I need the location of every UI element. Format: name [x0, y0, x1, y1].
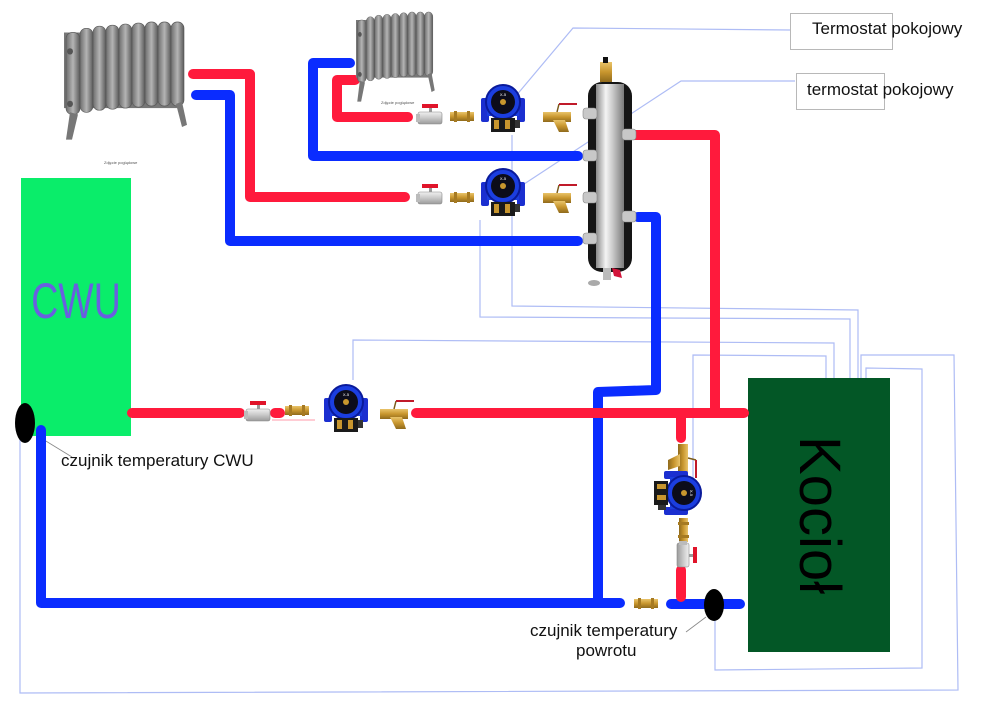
supply-pipes	[127, 69, 749, 602]
return-sensor-label-line2: powrotu	[576, 641, 636, 660]
radiator-1-caption: Zdjęcie poglądowe	[104, 160, 138, 165]
ball-valve-circuit-lower[interactable]	[415, 183, 443, 205]
cwu-tank-label: CWU	[31, 274, 121, 329]
wire-outer-2	[714, 367, 923, 671]
return-pipe-separator-to-boiler	[593, 212, 661, 608]
coupling-circuit-upper	[450, 111, 474, 122]
pump-cwu[interactable]	[323, 384, 369, 433]
radiator-2-caption: Zdjęcie poglądowe	[381, 100, 415, 105]
supply-pipe-radiator-1	[188, 69, 410, 202]
pump-boiler-loop[interactable]	[653, 470, 702, 516]
wire-return-sensor	[685, 616, 707, 633]
return-pipe-cwu	[36, 425, 625, 608]
return-pipes	[36, 58, 745, 609]
thermostat-2-box[interactable]	[796, 73, 885, 110]
ball-valve-circuit-upper[interactable]	[415, 103, 443, 125]
cwu-temperature-sensor[interactable]	[15, 403, 35, 443]
supply-pipe-separator	[629, 130, 720, 417]
radiator-1[interactable]	[63, 21, 188, 141]
return-temperature-sensor[interactable]	[704, 589, 724, 621]
wire-pump-upper	[511, 135, 859, 378]
ball-valve-cwu[interactable]	[243, 400, 271, 422]
wire-outer-1	[19, 354, 959, 694]
coupling-cwu	[285, 405, 309, 416]
boiler[interactable]	[748, 378, 890, 652]
cwu-sensor-label: czujnik temperatury CWU	[61, 451, 254, 470]
hydraulic-separator[interactable]	[582, 57, 637, 286]
thermostat-2-label: termostat pokojowy	[807, 80, 954, 99]
pump-circuit-lower[interactable]	[480, 168, 526, 217]
coupling-boiler-loop	[678, 518, 689, 542]
return-pipe-radiator-1	[191, 90, 583, 246]
coupling-circuit-lower	[450, 192, 474, 203]
wire-pump-cwu	[352, 339, 835, 380]
boiler-label: Kocioł	[787, 436, 852, 594]
wire-pump-boiler	[692, 354, 827, 490]
cwu-tank[interactable]	[21, 178, 131, 436]
ball-valve-boiler-loop[interactable]	[676, 540, 698, 568]
thermostat-1-box[interactable]	[790, 13, 893, 50]
strainer-circuit-upper	[542, 103, 578, 133]
coupling-return	[634, 598, 658, 609]
wire-thermostat-1	[514, 27, 791, 98]
supply-pipe-radiator-2	[332, 75, 413, 122]
wire-pump-lower	[479, 220, 851, 378]
strainer-circuit-lower	[542, 184, 578, 214]
strainer-cwu	[379, 400, 415, 430]
return-sensor-label-line1: czujnik temperatury	[530, 621, 678, 640]
radiator-2[interactable]	[355, 11, 436, 102]
thermostat-1-label: Termostat pokojowy	[812, 19, 963, 38]
return-pipe-radiator-2	[308, 58, 583, 161]
